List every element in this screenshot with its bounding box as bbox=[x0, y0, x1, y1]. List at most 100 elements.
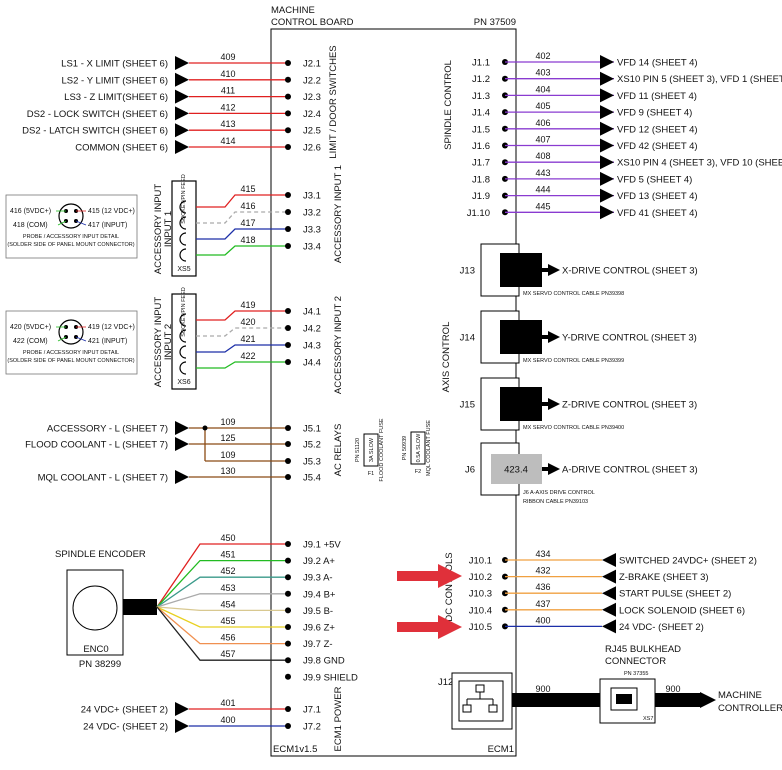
network-icon-node bbox=[462, 704, 472, 713]
dc-wire-number: 432 bbox=[535, 566, 550, 576]
encoder-wire bbox=[156, 606, 288, 645]
pin-dot bbox=[285, 458, 291, 464]
limit-switch-pin: J2.1 bbox=[303, 59, 321, 70]
ac-relay-wire-number: 130 bbox=[220, 466, 235, 476]
spindle-label: VFD 12 (SHEET 4) bbox=[617, 124, 698, 135]
spindle-label: VFD 13 (SHEET 4) bbox=[617, 191, 698, 202]
dc-wire-number: 437 bbox=[535, 599, 550, 609]
spindle-wire-number: 402 bbox=[535, 51, 550, 61]
accessory2-wire bbox=[196, 361, 288, 369]
pin-dot bbox=[285, 192, 291, 198]
spindle-pin: J1.5 bbox=[472, 124, 490, 135]
controller-label-line2: CONTROLLER bbox=[718, 703, 782, 714]
accessory2-detail-c: 422 (COM) bbox=[13, 338, 48, 345]
accessory2-detail-caption2: (SOLDER SIDE OF PANEL MOUNT CONNECTOR) bbox=[7, 358, 134, 364]
spindle-wire-number: 406 bbox=[535, 118, 550, 128]
encoder-pin: J9.4 B+ bbox=[303, 589, 336, 600]
axis-ribbon-plug bbox=[491, 454, 542, 484]
section-label-acc1: ACCESSORY INPUT 1 bbox=[333, 165, 344, 263]
spindle-pin: J1.10 bbox=[467, 208, 490, 219]
accessory1-socket bbox=[179, 216, 187, 230]
section-label-limit: LIMIT / DOOR SWITCHES bbox=[328, 45, 339, 158]
accessory1-vlabel2: INPUT 1 bbox=[163, 211, 174, 247]
encoder-wire-number: 452 bbox=[220, 566, 235, 576]
accessory1-pin: J3.4 bbox=[303, 242, 321, 253]
dc-label: 24 VDC- (SHEET 2) bbox=[619, 622, 704, 633]
limit-switch-pin: J2.4 bbox=[303, 109, 321, 120]
pin-dot bbox=[285, 308, 291, 314]
limit-switch-wire-number: 409 bbox=[220, 52, 235, 62]
spindle-wire-number: 445 bbox=[535, 201, 550, 211]
ac-relay-label: FLOOD COOLANT - L (SHEET 7) bbox=[25, 440, 168, 451]
callout-arrow bbox=[397, 564, 462, 588]
spindle-label: VFD 41 (SHEET 4) bbox=[617, 208, 698, 219]
fuse-pn: PN 50939 bbox=[402, 436, 408, 460]
dc-pin: J10.2 bbox=[469, 572, 492, 583]
accessory1-detail-caption1: PROBE / ACCESSORY INPUT DETAIL bbox=[23, 234, 119, 240]
fuse-name: F2 bbox=[415, 469, 421, 475]
fuse-pn: PN 51120 bbox=[355, 438, 361, 462]
encoder-id: ENC0 bbox=[83, 644, 108, 655]
encoder-wire-number: 451 bbox=[220, 550, 235, 560]
dc-terminal bbox=[602, 619, 616, 634]
spindle-pin: J1.7 bbox=[472, 158, 490, 169]
accessory2-vlabel2: INPUT 2 bbox=[163, 324, 174, 360]
network-icon-node bbox=[488, 704, 498, 713]
limit-switch-terminal bbox=[175, 140, 189, 154]
pin-dot bbox=[285, 342, 291, 348]
pin-dot bbox=[285, 226, 291, 232]
board-footer-right: ECM1 bbox=[488, 744, 514, 755]
bulkhead-title-line2: CONNECTOR bbox=[605, 656, 666, 667]
spindle-pin: J1.9 bbox=[472, 191, 490, 202]
controller-label-line1: MACHINE bbox=[718, 690, 762, 701]
limit-switch-pin: J2.3 bbox=[303, 92, 321, 103]
encoder-shaft bbox=[72, 585, 118, 631]
pin-dot bbox=[285, 474, 291, 480]
encoder-wire bbox=[156, 606, 288, 612]
spindle-terminal bbox=[600, 55, 614, 69]
dc-label: START PULSE (SHEET 2) bbox=[619, 589, 731, 600]
accessory1-pin: J3.2 bbox=[303, 208, 321, 219]
ethernet-jack-inner bbox=[458, 680, 504, 722]
pin-dot bbox=[285, 243, 291, 249]
encoder-wire bbox=[156, 606, 288, 661]
axis-cable-label2: RIBBON CABLE PN39103 bbox=[523, 499, 588, 505]
axis-label: Z-DRIVE CONTROL (SHEET 3) bbox=[562, 400, 697, 411]
ac-relay-label: MQL COOLANT - L (SHEET 7) bbox=[38, 473, 168, 484]
ac-relay-wire-number: 109 bbox=[220, 450, 235, 460]
ac-relay-pin: J5.1 bbox=[303, 424, 321, 435]
encoder-wire bbox=[156, 559, 288, 608]
limit-switch-terminal bbox=[175, 123, 189, 138]
limit-switch-terminal bbox=[175, 106, 189, 121]
accessory2-detail-caption1: PROBE / ACCESSORY INPUT DETAIL bbox=[23, 350, 119, 356]
accessory2-socket bbox=[179, 313, 187, 327]
junction-dot bbox=[202, 425, 208, 431]
axis-connector-id: J13 bbox=[460, 266, 475, 277]
spindle-wire-number: 443 bbox=[535, 168, 550, 178]
limit-switch-label: DS2 - LATCH SWITCH (SHEET 6) bbox=[22, 126, 168, 137]
encoder-wire bbox=[156, 593, 288, 608]
board-title-line1: MACHINE bbox=[271, 5, 315, 16]
power-label: 24 VDC+ (SHEET 2) bbox=[81, 705, 168, 716]
ac-relay-pin: J5.4 bbox=[303, 473, 321, 484]
encoder-wire bbox=[156, 576, 288, 608]
accessory1-detail-c: 418 (COM) bbox=[13, 222, 48, 229]
accessory2-wire-number: 420 bbox=[240, 317, 255, 327]
accessory2-connector-face bbox=[58, 319, 84, 345]
encoder-pin: J9.1 +5V bbox=[303, 540, 341, 551]
spindle-terminal bbox=[600, 88, 614, 103]
limit-switch-wire-number: 414 bbox=[220, 136, 235, 146]
encoder-wire-number: 456 bbox=[220, 633, 235, 643]
ac-relay-terminal bbox=[175, 421, 189, 435]
limit-switch-wire-number: 412 bbox=[220, 102, 235, 112]
axis-terminal bbox=[548, 463, 560, 475]
power-terminal bbox=[175, 702, 189, 716]
limit-switch-label: LS1 - X LIMIT (SHEET 6) bbox=[61, 59, 168, 70]
spindle-wire-number: 444 bbox=[535, 185, 550, 195]
spindle-label: VFD 9 (SHEET 4) bbox=[617, 108, 692, 119]
dc-pin: J10.5 bbox=[469, 622, 492, 633]
pin-dot bbox=[285, 359, 291, 365]
